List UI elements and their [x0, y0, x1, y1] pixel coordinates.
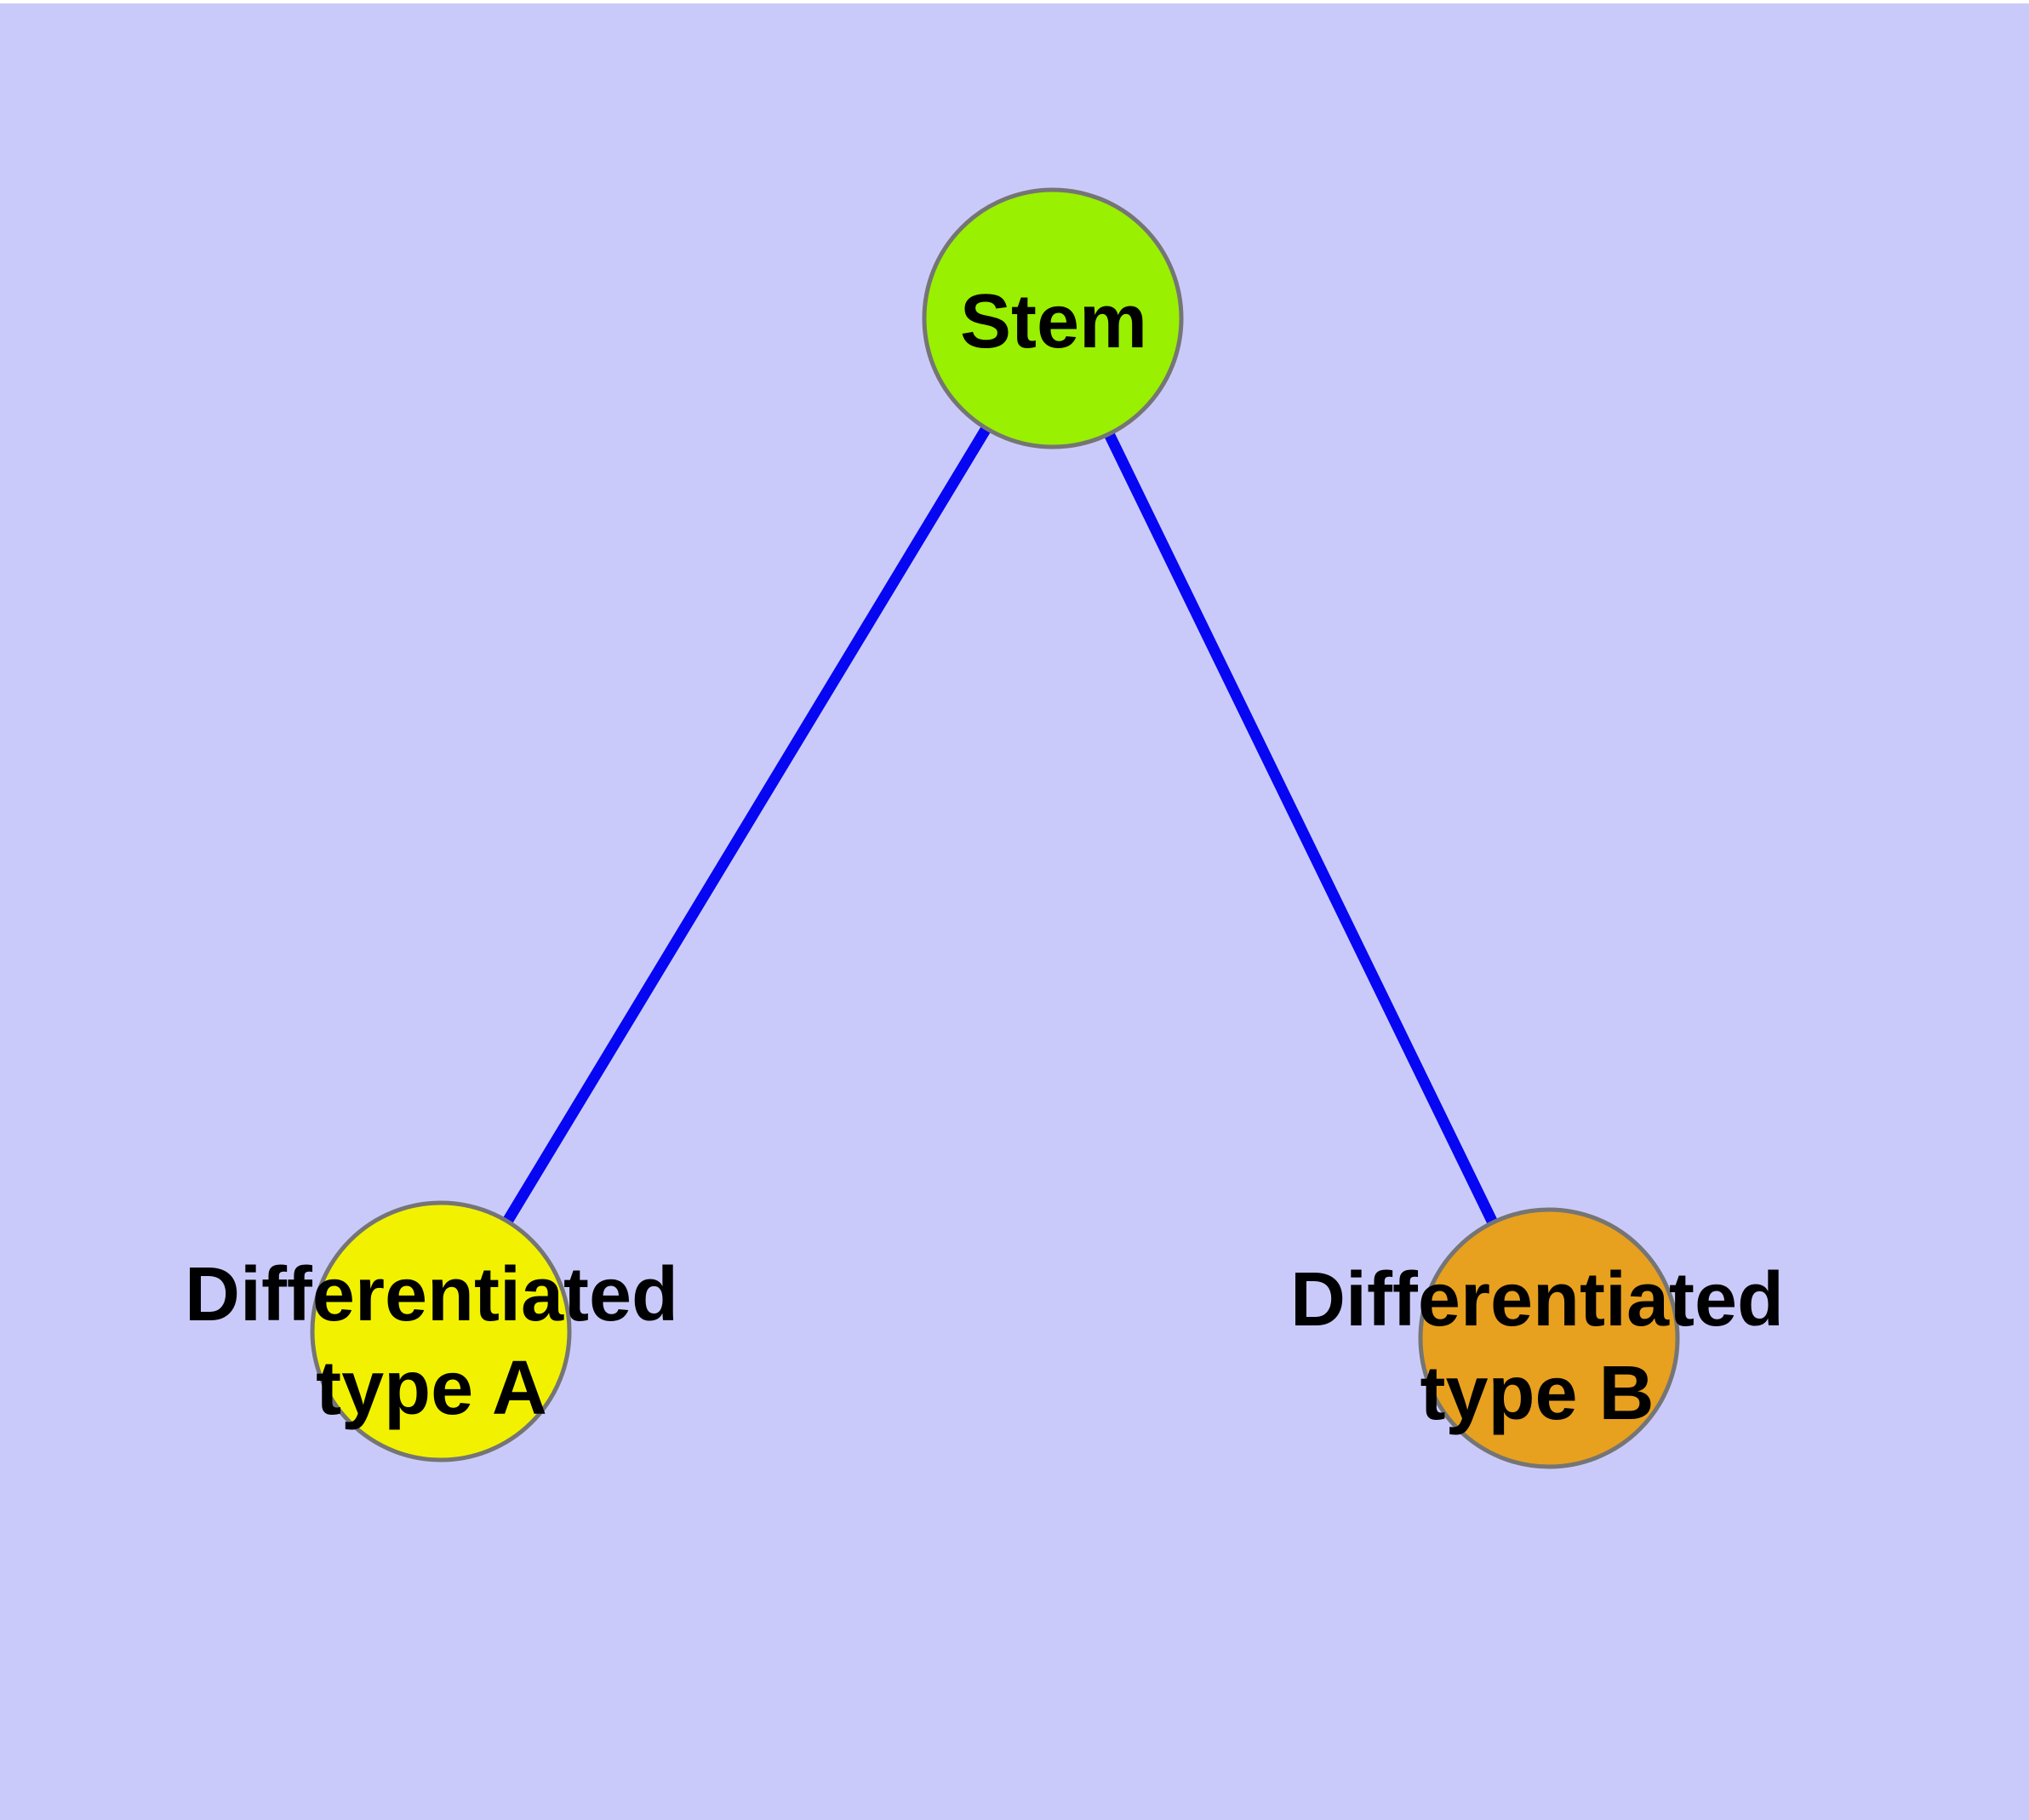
stem-node-label: Stem [960, 279, 1147, 364]
node-differentiated-type-a [310, 1200, 572, 1462]
type-a-node-label-line2: type A [316, 1346, 547, 1431]
node-stem [922, 187, 1184, 449]
type-b-node-label-line1: Differentiated [1290, 1257, 1784, 1342]
type-b-node-label-line2: type B [1420, 1351, 1654, 1436]
node-differentiated-type-b [1418, 1207, 1680, 1469]
type-a-node-label-line1: Differentiated [185, 1252, 678, 1337]
edge-stem-to-type-b [1048, 316, 1554, 1341]
edge-stem-to-type-a [436, 315, 1058, 1335]
